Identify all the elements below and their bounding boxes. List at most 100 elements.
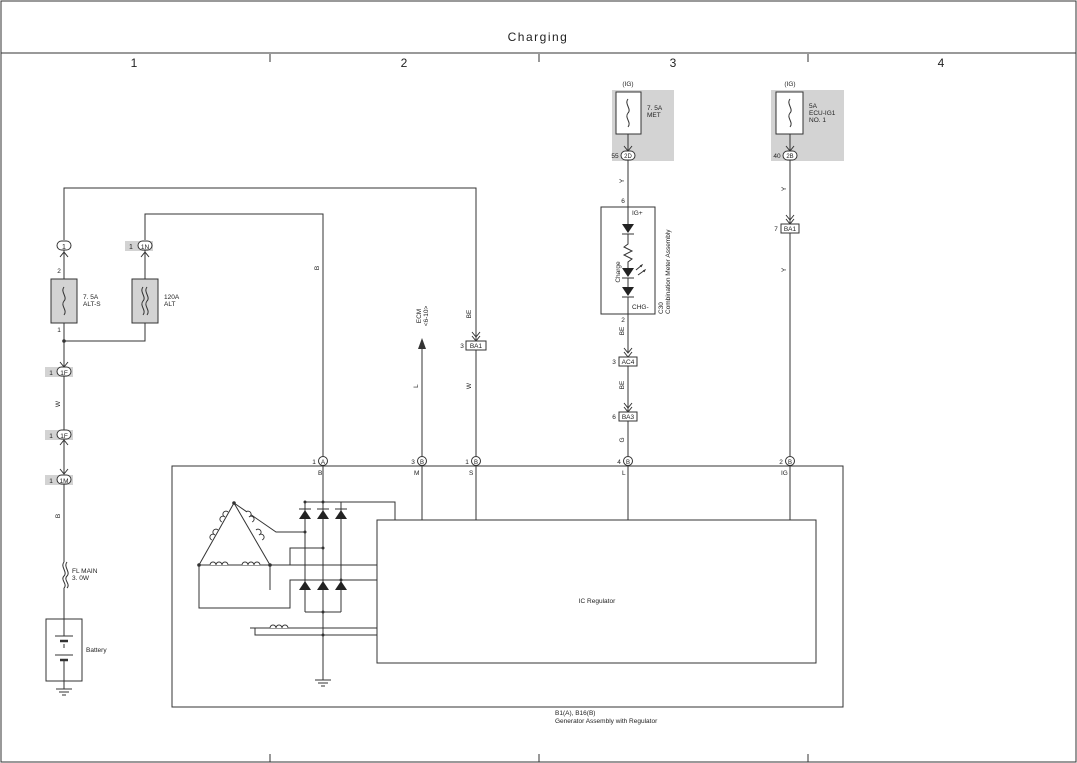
ecm-label: ECM bbox=[416, 309, 423, 323]
rectifier-diode-icon bbox=[299, 508, 347, 519]
meter-terminal: CHG- bbox=[632, 304, 649, 311]
fuse-name: ALT bbox=[164, 301, 175, 308]
column-label: 3 bbox=[670, 56, 677, 70]
arrow-icon bbox=[418, 338, 426, 349]
connector-id: 1F bbox=[60, 433, 68, 440]
wire-color: Y bbox=[781, 267, 788, 272]
middle-wiring: B ECM <6-10> L BE 3 BA1 W bbox=[314, 266, 487, 456]
generator-pin: B 4 L bbox=[617, 456, 633, 477]
battery-label: Battery bbox=[86, 647, 107, 654]
fusible-link-icon bbox=[62, 561, 66, 589]
connector-pin: 1 bbox=[49, 433, 53, 440]
connector-pin: 3 bbox=[460, 343, 464, 350]
svg-text:A: A bbox=[321, 460, 325, 466]
meter-wiring: (IG) 7. 5A MET 55 2D Y 6 IG+ Charge CHG-… bbox=[600, 81, 674, 456]
svg-text:3: 3 bbox=[411, 459, 415, 466]
fuse-rating: 7. 5A bbox=[83, 294, 99, 301]
svg-text:1: 1 bbox=[312, 459, 316, 466]
svg-text:1: 1 bbox=[465, 459, 469, 466]
meter-terminal: IG+ bbox=[632, 210, 643, 217]
connector-id: 1M bbox=[59, 478, 68, 485]
fuse-rating: FL MAIN bbox=[72, 568, 98, 575]
wire-color: W bbox=[466, 382, 473, 389]
connector-id: 1F bbox=[60, 370, 68, 377]
connector-pin: 7 bbox=[774, 226, 778, 233]
rotor-coil-icon bbox=[269, 624, 289, 629]
led-icon bbox=[622, 268, 634, 277]
diode-icon bbox=[622, 287, 634, 296]
stator-coil-icon bbox=[197, 501, 272, 567]
wire-color: G bbox=[619, 437, 626, 442]
connector-id: BA1 bbox=[784, 226, 797, 233]
column-markers: 1 2 3 4 bbox=[131, 54, 945, 762]
generator-pin: A 1 B bbox=[312, 456, 328, 477]
connector-pin: 3 bbox=[612, 359, 616, 366]
svg-text:B: B bbox=[318, 470, 322, 477]
power-tag: (IG) bbox=[622, 81, 633, 88]
svg-text:B: B bbox=[788, 460, 792, 466]
svg-text:B: B bbox=[420, 460, 424, 466]
meter-pin: 6 bbox=[621, 198, 625, 205]
fuse-name: ECU-IG1 bbox=[809, 110, 836, 117]
fuse-icon bbox=[626, 98, 630, 128]
svg-text:2: 2 bbox=[779, 459, 783, 466]
left-wiring: 1 1 1N 2 1 7. 5A ALT-S 120A ALT 1 1F bbox=[45, 187, 477, 696]
wire-color: B bbox=[55, 514, 62, 518]
generator-box bbox=[171, 465, 844, 708]
column-label: 1 bbox=[131, 56, 138, 70]
diode-icon bbox=[622, 224, 634, 233]
connector-pin: 6 bbox=[612, 414, 616, 421]
generator-ref: B1(A), B16(B) bbox=[555, 710, 595, 717]
meter-pin: 2 bbox=[621, 317, 625, 324]
wire-color: BE bbox=[619, 380, 626, 389]
column-label: 2 bbox=[401, 56, 408, 70]
fuse-rating: 7. 5A bbox=[647, 105, 663, 112]
connector-id: 1N bbox=[141, 244, 150, 251]
fuse-alt bbox=[131, 278, 159, 324]
fuse-icon bbox=[788, 98, 792, 128]
meter-id: C30 bbox=[658, 302, 665, 314]
fuse-rating: 120A bbox=[164, 294, 180, 301]
connector-id: BA3 bbox=[622, 414, 635, 421]
connector-id: AC4 bbox=[622, 359, 635, 366]
fuse-icon bbox=[62, 286, 66, 316]
connector-pin: 1 bbox=[49, 478, 53, 485]
generator-name: Generator Assembly with Regulator bbox=[555, 718, 658, 725]
wire-color: L bbox=[413, 384, 420, 388]
ic-regulator-label: IC Regulator bbox=[579, 598, 616, 605]
fuse-name: MET bbox=[647, 112, 661, 119]
resistor-icon bbox=[622, 234, 634, 268]
generator-pin: B 3 M bbox=[411, 456, 427, 477]
lamp-label: Charge bbox=[615, 261, 622, 283]
wire-color: W bbox=[55, 400, 62, 407]
connector-id: 2D bbox=[624, 154, 632, 160]
connector-id: 2B bbox=[786, 154, 793, 160]
wire-color: BE bbox=[619, 326, 626, 335]
svg-text:4: 4 bbox=[617, 459, 621, 466]
ecm-ref: <6-10> bbox=[423, 305, 430, 326]
power-tag: (IG) bbox=[784, 81, 795, 88]
wire-color: Y bbox=[619, 178, 626, 183]
meter-name: Combination Meter Assembly bbox=[665, 229, 672, 314]
generator-pin: B 2 IG bbox=[779, 456, 795, 477]
fuse-pin: 2 bbox=[57, 268, 61, 275]
ig-wiring: (IG) 5A ECU-IG1 NO. 1 40 2B Y 7 BA1 Y bbox=[771, 81, 844, 456]
page-title: Charging bbox=[508, 30, 569, 44]
connector-pin: 1 bbox=[129, 244, 133, 251]
ic-regulator-box bbox=[376, 519, 817, 664]
svg-text:L: L bbox=[622, 470, 626, 477]
wire-color: Y bbox=[781, 186, 788, 191]
connector-pin: 40 bbox=[773, 153, 781, 160]
svg-text:IG: IG bbox=[781, 470, 788, 477]
svg-text:B: B bbox=[626, 460, 630, 466]
rectifier-diode-icon bbox=[299, 579, 347, 590]
wire-color: BE bbox=[466, 309, 473, 318]
fuse-name: NO. 1 bbox=[809, 117, 826, 124]
svg-text:M: M bbox=[414, 470, 419, 477]
generator-pin: B 1 S bbox=[465, 456, 481, 477]
generator-assembly: A 1 B B 3 M B 1 S B 4 L B 2 IG bbox=[171, 456, 844, 725]
fuse-icon bbox=[141, 286, 145, 316]
